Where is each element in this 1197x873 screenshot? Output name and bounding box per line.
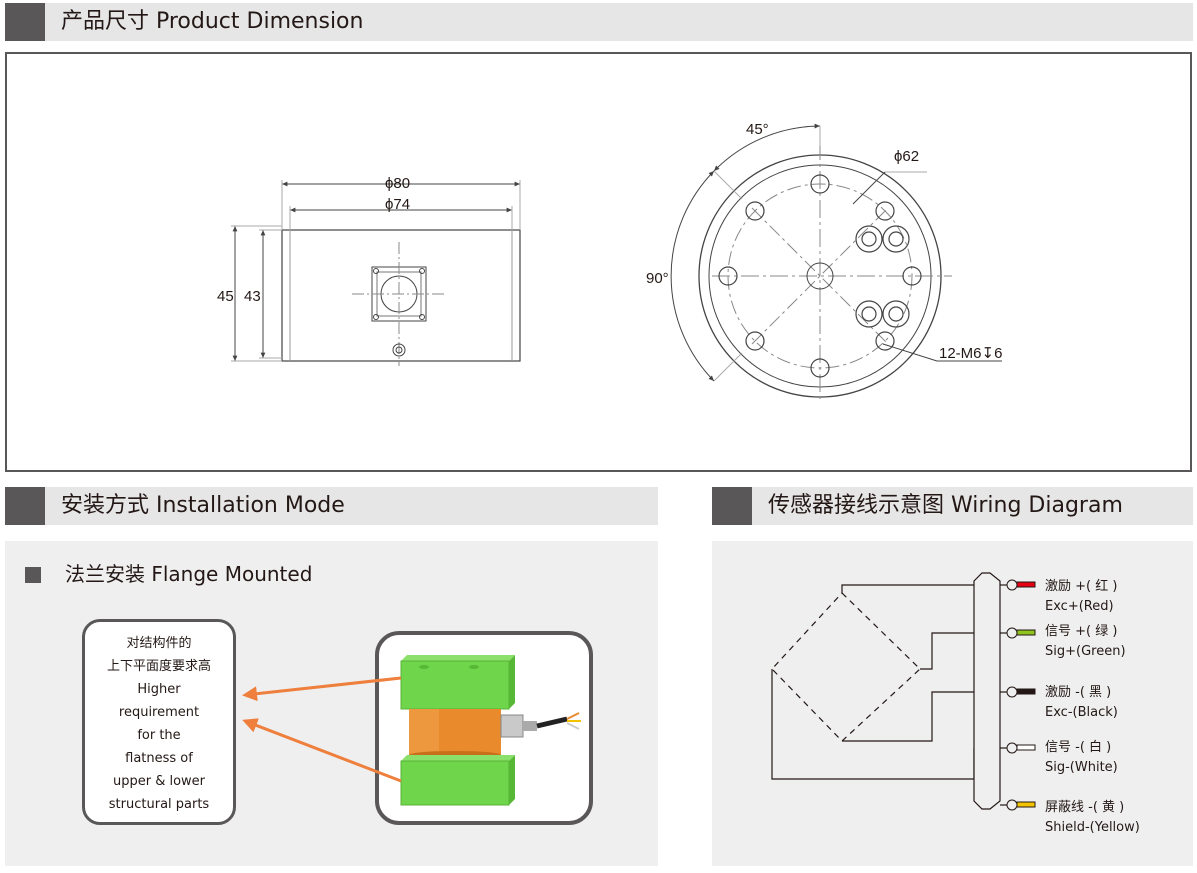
- note-line: 上下平面度要求高: [106, 659, 211, 674]
- section-title-wiring: 传感器接线示意图 Wiring Diagram: [768, 493, 1123, 518]
- wire-label-sig-minus: 信号 -( 白 ) Sig-(White): [1045, 740, 1118, 775]
- side-view: [231, 180, 521, 366]
- note-line: structural parts: [108, 797, 210, 812]
- section-marker: [5, 3, 45, 41]
- dimension-drawing-frame: ϕ80 ϕ74 45 43 45° 90° ϕ62 12-M6↧6: [5, 52, 1192, 472]
- section-title-dimension: 产品尺寸 Product Dimension: [61, 9, 364, 34]
- dimension-drawing: ϕ80 ϕ74 45 43 45° 90° ϕ62 12-M6↧6: [217, 121, 1002, 399]
- section-header-installation: 安装方式 Installation Mode: [5, 487, 658, 525]
- note-line: flatness of: [125, 751, 193, 766]
- wire-label-exc-minus: 激励 -( 黑 ) Exc-(Black): [1045, 685, 1118, 720]
- note-line: upper & lower: [112, 774, 206, 789]
- sensor-mounting-illustration: [375, 631, 593, 825]
- mounting-mode-title: 法兰安装 Flange Mounted: [65, 562, 313, 586]
- sensor-3d-render: [400, 655, 581, 806]
- wiring-diagram: [771, 572, 1036, 811]
- flatness-note: 对结构件的 上下平面度要求高 Higher requirement for th…: [82, 619, 236, 825]
- section-title-installation: 安装方式 Installation Mode: [61, 493, 345, 518]
- bolt-holes: [855, 225, 910, 328]
- section-marker: [712, 487, 752, 525]
- wiring-panel: 激励 +( 红 ) Exc+(Red) 信号 +( 绿 ) Sig+(Green…: [712, 541, 1193, 866]
- note-line: Higher: [137, 682, 181, 697]
- label-total-height: 45: [217, 288, 234, 305]
- note-line: 对结构件的: [126, 636, 192, 651]
- wire-label-shield: 屏蔽线 -( 黄 ) Shield-(Yellow): [1045, 800, 1140, 835]
- wire-label-exc-plus: 激励 +( 红 ) Exc+(Red): [1045, 579, 1118, 614]
- bullet-square: [25, 567, 41, 583]
- label-outer-diameter: ϕ80: [385, 175, 410, 192]
- label-pcd: ϕ62: [894, 148, 919, 165]
- mounting-holes: [718, 174, 922, 378]
- note-line: requirement: [118, 705, 200, 720]
- label-thread: 12-M6↧6: [939, 345, 1002, 362]
- installation-panel: 法兰安装 Flange Mounted 对结构件的 上下平面度要求高 Highe…: [5, 541, 658, 866]
- label-angle-90: 90°: [646, 270, 669, 287]
- section-header-dimension: 产品尺寸 Product Dimension: [5, 3, 1193, 41]
- note-line: for the: [137, 728, 181, 743]
- section-marker: [5, 487, 45, 525]
- label-angle-45: 45°: [746, 121, 769, 138]
- label-inner-diameter: ϕ74: [385, 196, 410, 213]
- wire-terminals: [1006, 579, 1036, 811]
- label-inner-height: 43: [244, 288, 261, 305]
- wire-label-sig-plus: 信号 +( 绿 ) Sig+(Green): [1045, 624, 1126, 659]
- section-header-wiring: 传感器接线示意图 Wiring Diagram: [712, 487, 1193, 525]
